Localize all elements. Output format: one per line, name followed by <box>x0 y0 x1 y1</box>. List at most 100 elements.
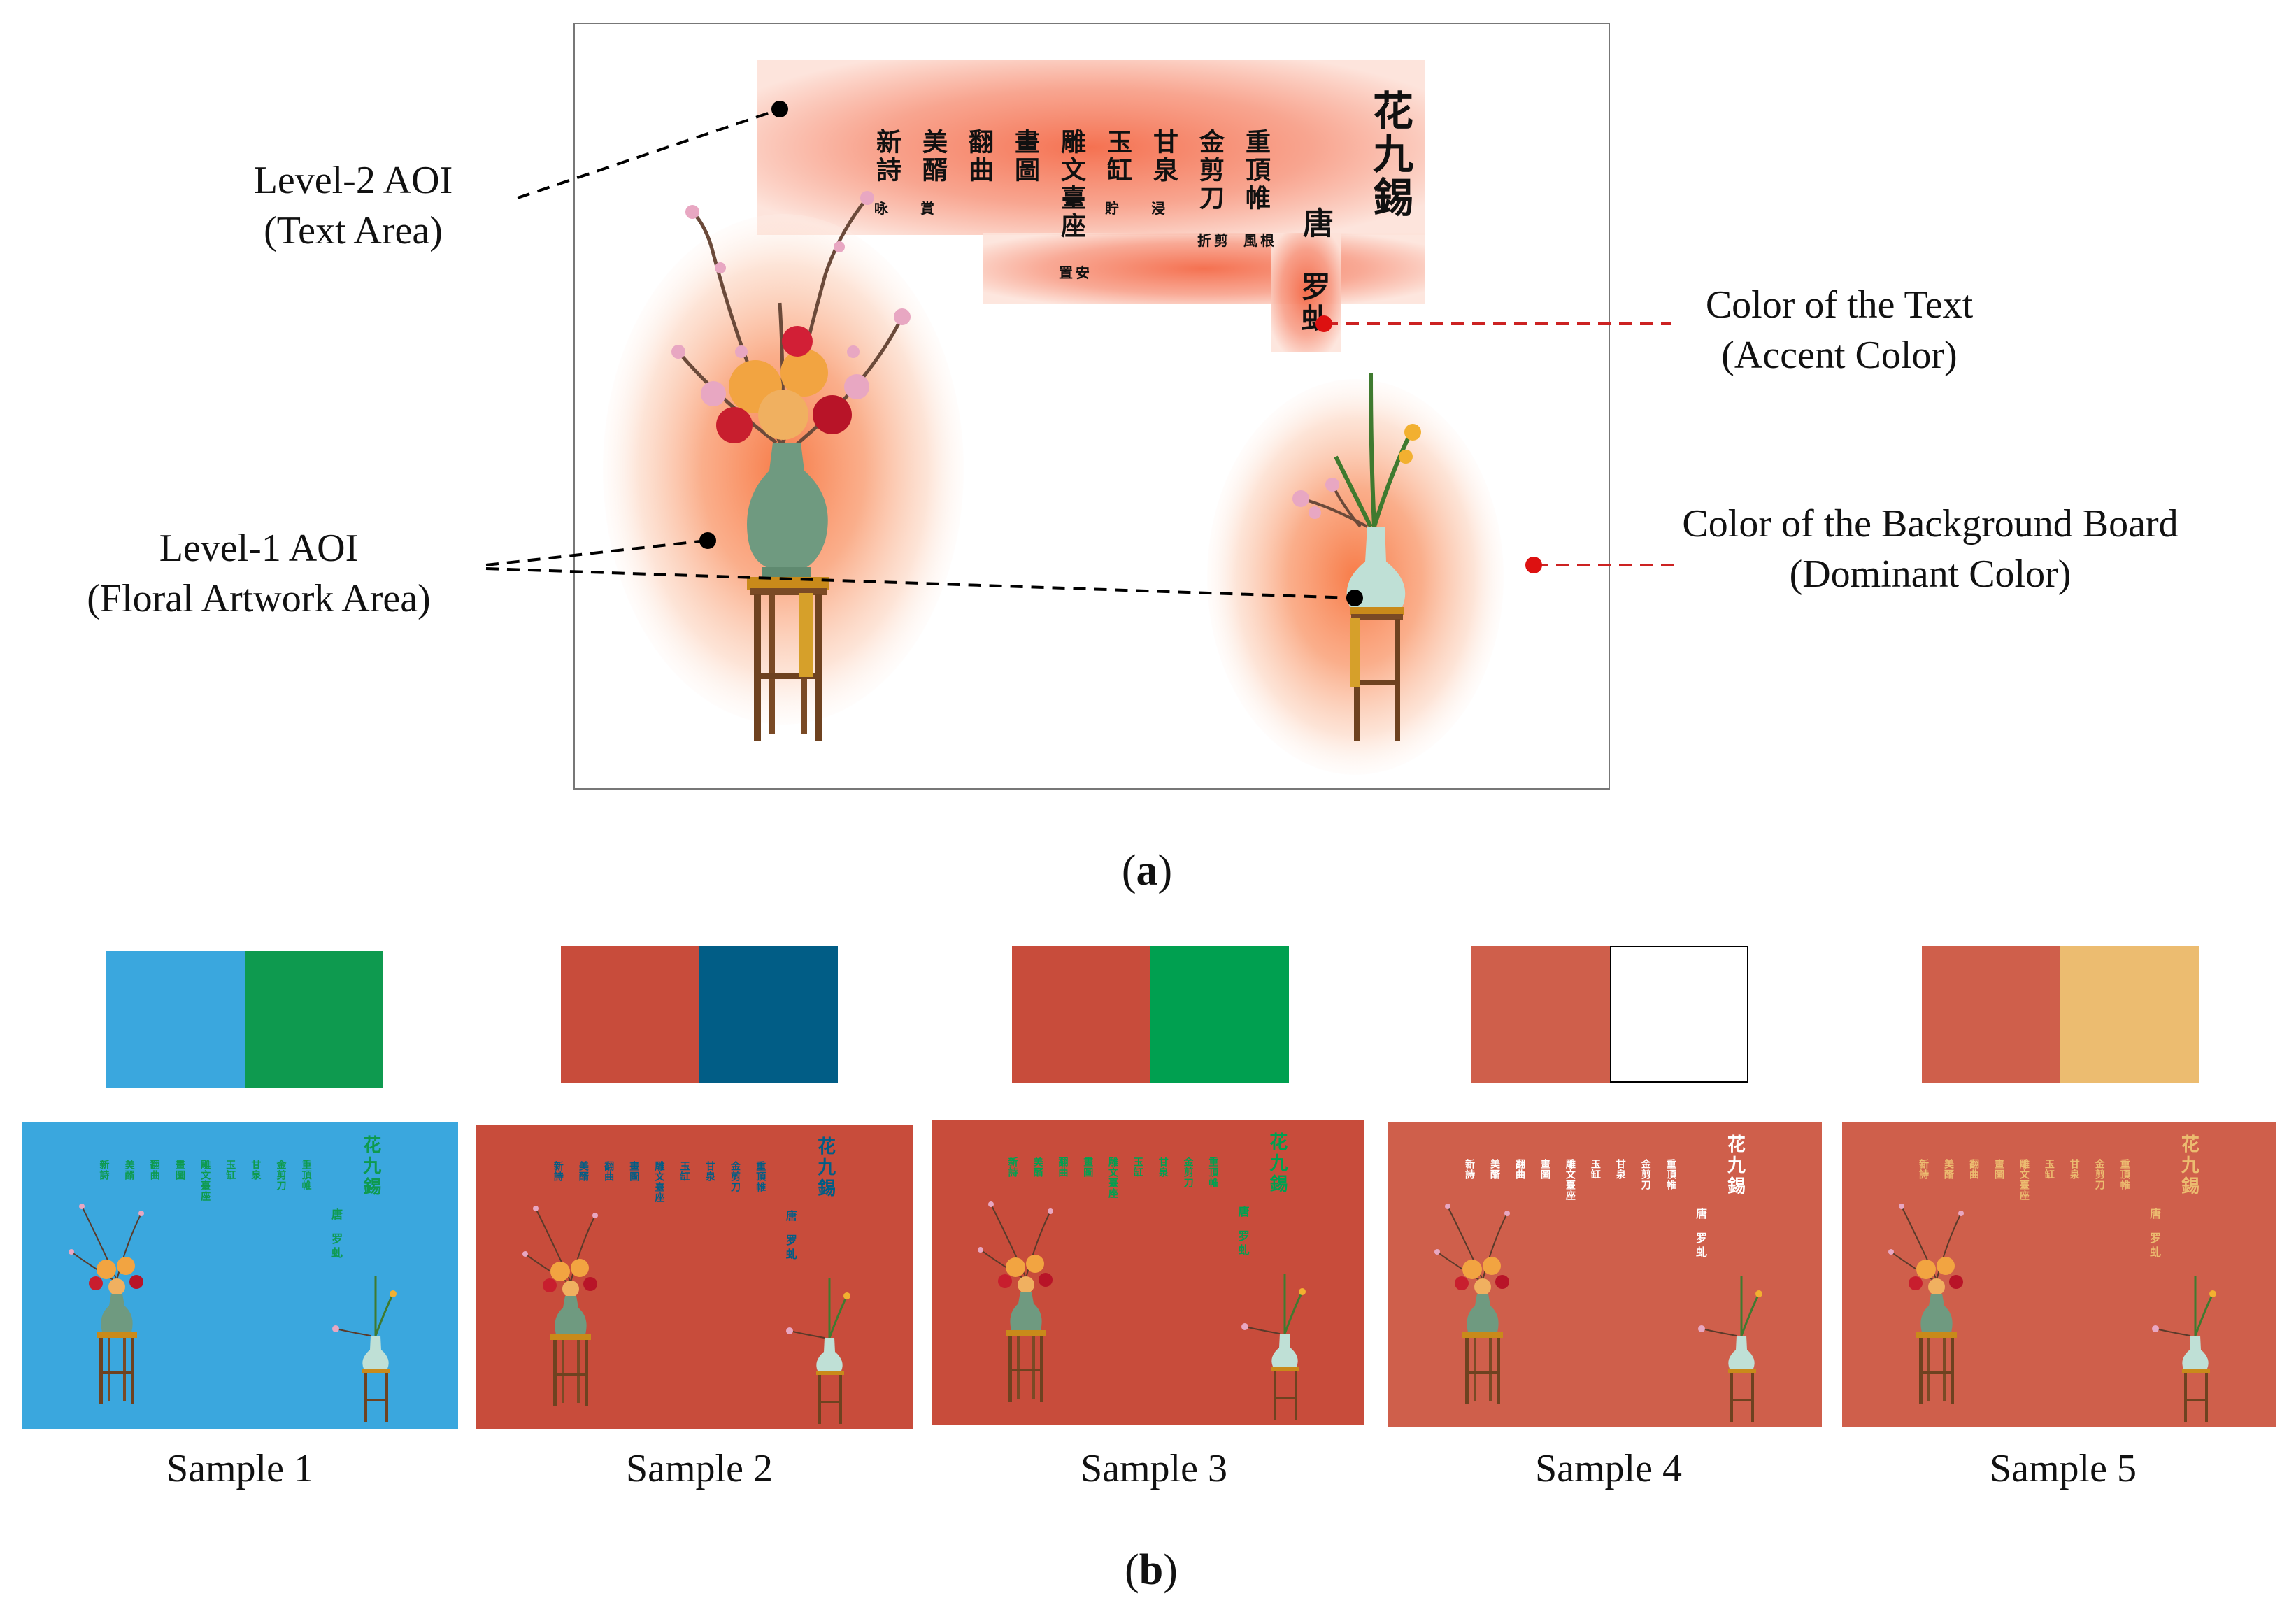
board-arrangement-left <box>978 1201 1053 1402</box>
board-poem-column: 玉缸 <box>1132 1157 1143 1178</box>
board-poem-author-2: 罗虬 <box>1694 1232 1707 1260</box>
dominant-color-swatch <box>1471 946 1610 1083</box>
board-poem-column: 美醑 <box>123 1159 135 1180</box>
board-arrangement-right <box>1241 1274 1306 1420</box>
board-poem-title: 花九錫 <box>814 1136 836 1200</box>
floral-artwork-left <box>671 191 911 741</box>
poem-column-note: 風根 <box>1243 232 1277 249</box>
board-arrangement-left <box>1434 1204 1510 1404</box>
accent-color-swatch <box>2060 946 2199 1083</box>
poem-column-text: 美醑 <box>918 129 948 185</box>
label-text-color-title: Color of the Text <box>1705 283 1974 327</box>
board-arrangement-right <box>2152 1276 2216 1422</box>
board-poem-column: 甘泉 <box>250 1159 262 1180</box>
sample-label: Sample 4 <box>1535 1447 1682 1490</box>
board-poem-column: 新詩 <box>1006 1157 1018 1178</box>
poem-column-text: 新詩 <box>872 129 901 185</box>
board-poem-column: 玉缸 <box>224 1159 236 1180</box>
sample-label: Sample 5 <box>1990 1447 2137 1490</box>
board-poem-column: 重頂帷 <box>1207 1157 1219 1189</box>
leader-level1-left <box>485 539 707 566</box>
board-poem-title: 花九錫 <box>1724 1134 1746 1198</box>
poem-column-note: 置安 <box>1059 264 1092 281</box>
dot-floral-left <box>699 532 716 549</box>
board-poem-column: 美醑 <box>1942 1159 1954 1180</box>
board-poem-column: 金剪刀 <box>275 1159 287 1191</box>
sample-label: Sample 3 <box>1081 1447 1227 1490</box>
heat-band-author <box>1271 233 1341 352</box>
accent-color-swatch <box>1610 946 1748 1083</box>
board-poem-column: 甘泉 <box>704 1161 715 1183</box>
board-poem-column: 新詩 <box>1918 1159 1930 1180</box>
board-poem-author-1: 唐 <box>783 1210 797 1225</box>
board-poem-column: 金剪刀 <box>729 1161 741 1193</box>
dot-text-color <box>1315 315 1332 332</box>
board-arrangement-right <box>332 1276 397 1422</box>
board-poem-column: 金剪刀 <box>1182 1157 1194 1189</box>
sample-board: 花九錫唐罗虬重頂帷金剪刀甘泉玉缸雕文臺座畫圖翻曲美醑新詩 <box>1842 1122 2276 1427</box>
label-bg-color: Color of the Background Board (Dominant … <box>1623 499 2238 599</box>
board-poem-column: 玉缸 <box>678 1161 690 1183</box>
board-poem-author-1: 唐 <box>1694 1207 1707 1222</box>
board-arrangement-left <box>1888 1204 1964 1404</box>
board-arrangement-left <box>69 1204 144 1404</box>
label-bg-color-title: Color of the Background Board <box>1682 502 2179 545</box>
board-poem-title: 花九錫 <box>1266 1132 1288 1196</box>
poem-column-note: 浸 <box>1151 200 1168 217</box>
sample-label: Sample 2 <box>626 1447 773 1490</box>
board-poem-column: 重頂帷 <box>300 1159 312 1191</box>
poem-column-text: 重頂帷 <box>1241 129 1271 213</box>
board-poem-author-2: 罗虬 <box>1236 1229 1250 1258</box>
poem-title: 花九錫 <box>1366 90 1413 220</box>
board-poem-author-1: 唐 <box>329 1208 343 1222</box>
board-poem-column: 重頂帷 <box>755 1161 766 1193</box>
poem-column-text: 畫圖 <box>1011 129 1040 185</box>
dominant-color-swatch <box>1922 946 2060 1083</box>
poem-column-note: 貯 <box>1105 200 1122 217</box>
dot-text-area <box>771 101 788 117</box>
label-level2-aoi: Level-2 AOI (Text Area) <box>231 155 476 256</box>
poem-column-note: 咏 <box>874 200 891 217</box>
board-poem-column: 畫圖 <box>628 1161 640 1183</box>
board-poem-title: 花九錫 <box>359 1134 381 1198</box>
board-poem-title: 花九錫 <box>2178 1134 2199 1198</box>
text-area-heatmap <box>603 60 1504 775</box>
sample-label: Sample 1 <box>166 1447 313 1490</box>
sample-board: 花九錫唐罗虬重頂帷金剪刀甘泉玉缸雕文臺座畫圖翻曲美醑新詩 <box>932 1120 1364 1425</box>
board-poem-author-2: 罗虬 <box>329 1233 343 1262</box>
dot-floral-right <box>1346 590 1363 606</box>
board-poem-column: 翻曲 <box>148 1159 160 1180</box>
poem-column-note: 賞 <box>920 200 937 217</box>
board-arrangement-right <box>1698 1276 1762 1422</box>
board-poem-author-2: 罗虬 <box>2148 1232 2161 1260</box>
board-poem-column: 新詩 <box>552 1161 564 1183</box>
board-arrangement-left <box>522 1206 598 1406</box>
leader-lines <box>485 101 1678 606</box>
label-text-color: Color of the Text (Accent Color) <box>1650 280 2028 380</box>
label-level1-aoi: Level-1 AOI (Floral Artwork Area) <box>49 523 469 624</box>
sample-board: 花九錫唐罗虬重頂帷金剪刀甘泉玉缸雕文臺座畫圖翻曲美醑新詩 <box>476 1125 913 1429</box>
board-poem-column: 金剪刀 <box>2093 1159 2105 1191</box>
board-floral-art <box>978 1201 1306 1420</box>
board-poem-column: 雕文臺座 <box>2018 1159 2030 1201</box>
board-poem-column: 畫圖 <box>1539 1159 1550 1180</box>
board-poem-author-1: 唐 <box>1236 1206 1250 1220</box>
poem-column-text: 玉缸 <box>1103 129 1132 185</box>
board-poem-column: 金剪刀 <box>1639 1159 1651 1191</box>
label-level1-title: Level-1 AOI <box>159 527 359 570</box>
board-poem-column: 玉缸 <box>1589 1159 1601 1180</box>
board-poem-column: 重頂帷 <box>1664 1159 1676 1191</box>
board-poem-column: 畫圖 <box>1082 1157 1094 1178</box>
dot-bg-color <box>1525 557 1542 573</box>
dominant-color-swatch <box>106 951 245 1088</box>
board-poem-column: 雕文臺座 <box>653 1161 665 1204</box>
accent-color-swatch <box>245 951 383 1088</box>
sample-board: 花九錫唐罗虬重頂帷金剪刀甘泉玉缸雕文臺座畫圖翻曲美醑新詩 <box>1388 1122 1822 1427</box>
poem-column-text: 甘泉 <box>1149 129 1178 185</box>
board-poem-column: 甘泉 <box>1157 1157 1169 1178</box>
board-poem-column: 美醑 <box>1032 1157 1043 1178</box>
board-floral-art <box>522 1206 850 1424</box>
sample-board: 花九錫唐罗虬重頂帷金剪刀甘泉玉缸雕文臺座畫圖翻曲美醑新詩 <box>22 1122 458 1429</box>
board-poem-column: 美醑 <box>1488 1159 1500 1180</box>
poem-column-note: 折剪 <box>1197 232 1231 249</box>
